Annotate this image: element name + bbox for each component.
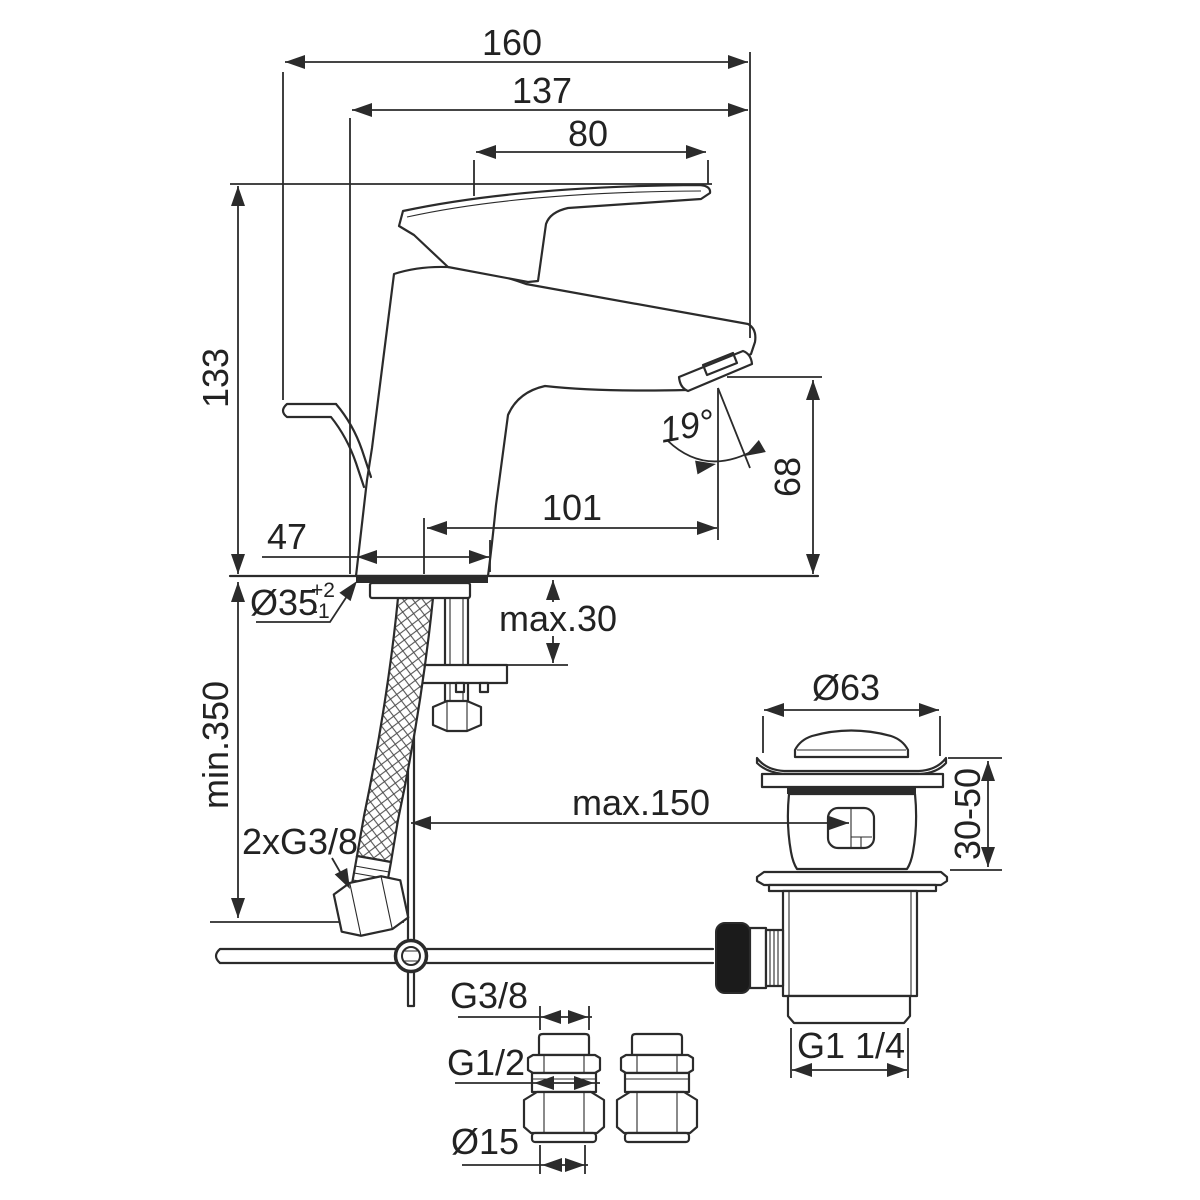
dimension-labels: 160 137 80 133 min.350 47 Ø35 +2 -1 max.… xyxy=(195,22,988,1162)
dim-adapter-top-thread-label: G3/8 xyxy=(450,975,528,1016)
compression-fitting-right xyxy=(615,1032,699,1144)
waste-outlet-thread xyxy=(786,994,912,1025)
dim-waste-flange-diameter-label: Ø63 xyxy=(812,667,880,708)
waste-saucer-flange xyxy=(755,756,948,776)
fixing-nut xyxy=(431,699,483,733)
waste-flange xyxy=(760,772,945,789)
dim-spout-angle-label: 19° xyxy=(656,401,717,451)
hose-swivel-nut xyxy=(332,875,410,937)
waste-lever-knob xyxy=(715,922,751,994)
dim-supply-connections-label: 2xG3/8 xyxy=(242,821,358,862)
dim-deck-thickness-label: max.30 xyxy=(499,598,617,639)
waste-lower-flange xyxy=(755,870,949,887)
dim-handle-length-label: 80 xyxy=(568,113,608,154)
dim-outlet-reach-label: 101 xyxy=(542,487,602,528)
waste-lower-body xyxy=(781,889,919,998)
handle-lever-hook xyxy=(281,402,373,489)
faucet-handle xyxy=(397,183,712,284)
dimension-lines xyxy=(230,52,1002,1174)
dim-waste-deck-range-label: 30-50 xyxy=(947,768,988,860)
dim-waste-outlet-thread-label: G1 1/4 xyxy=(797,1025,905,1066)
dim-overall-projection-label: 160 xyxy=(482,22,542,63)
compression-fitting-left xyxy=(522,1032,606,1144)
base-gasket xyxy=(356,577,488,583)
dim-hose-min-length-label: min.350 xyxy=(195,681,236,809)
dim-hole-tolerance-plus-label: +2 xyxy=(311,579,335,602)
escutcheon xyxy=(368,581,472,600)
dim-rod-max-offset-label: max.150 xyxy=(572,782,710,823)
dim-body-height-label: 133 xyxy=(195,348,236,408)
waste-push-cap xyxy=(793,729,910,759)
dim-hole-diameter-label: Ø35 xyxy=(250,582,318,623)
rod-pivot-joint xyxy=(393,938,429,974)
waste-gasket xyxy=(787,787,916,794)
pop-up-waste xyxy=(715,729,949,1025)
dim-hole-tolerance-minus-label: -1 xyxy=(311,600,330,623)
aerator xyxy=(677,349,754,393)
dim-base-width-label: 47 xyxy=(267,516,307,557)
dim-adapter-mid-thread-label: G1/2 xyxy=(447,1042,525,1083)
dim-adapter-pipe-diameter-label: Ø15 xyxy=(451,1121,519,1162)
dim-outlet-height-label: 68 xyxy=(767,457,808,497)
dim-spout-projection-label: 137 xyxy=(512,70,572,111)
pull-rod-horizontal xyxy=(214,947,715,965)
